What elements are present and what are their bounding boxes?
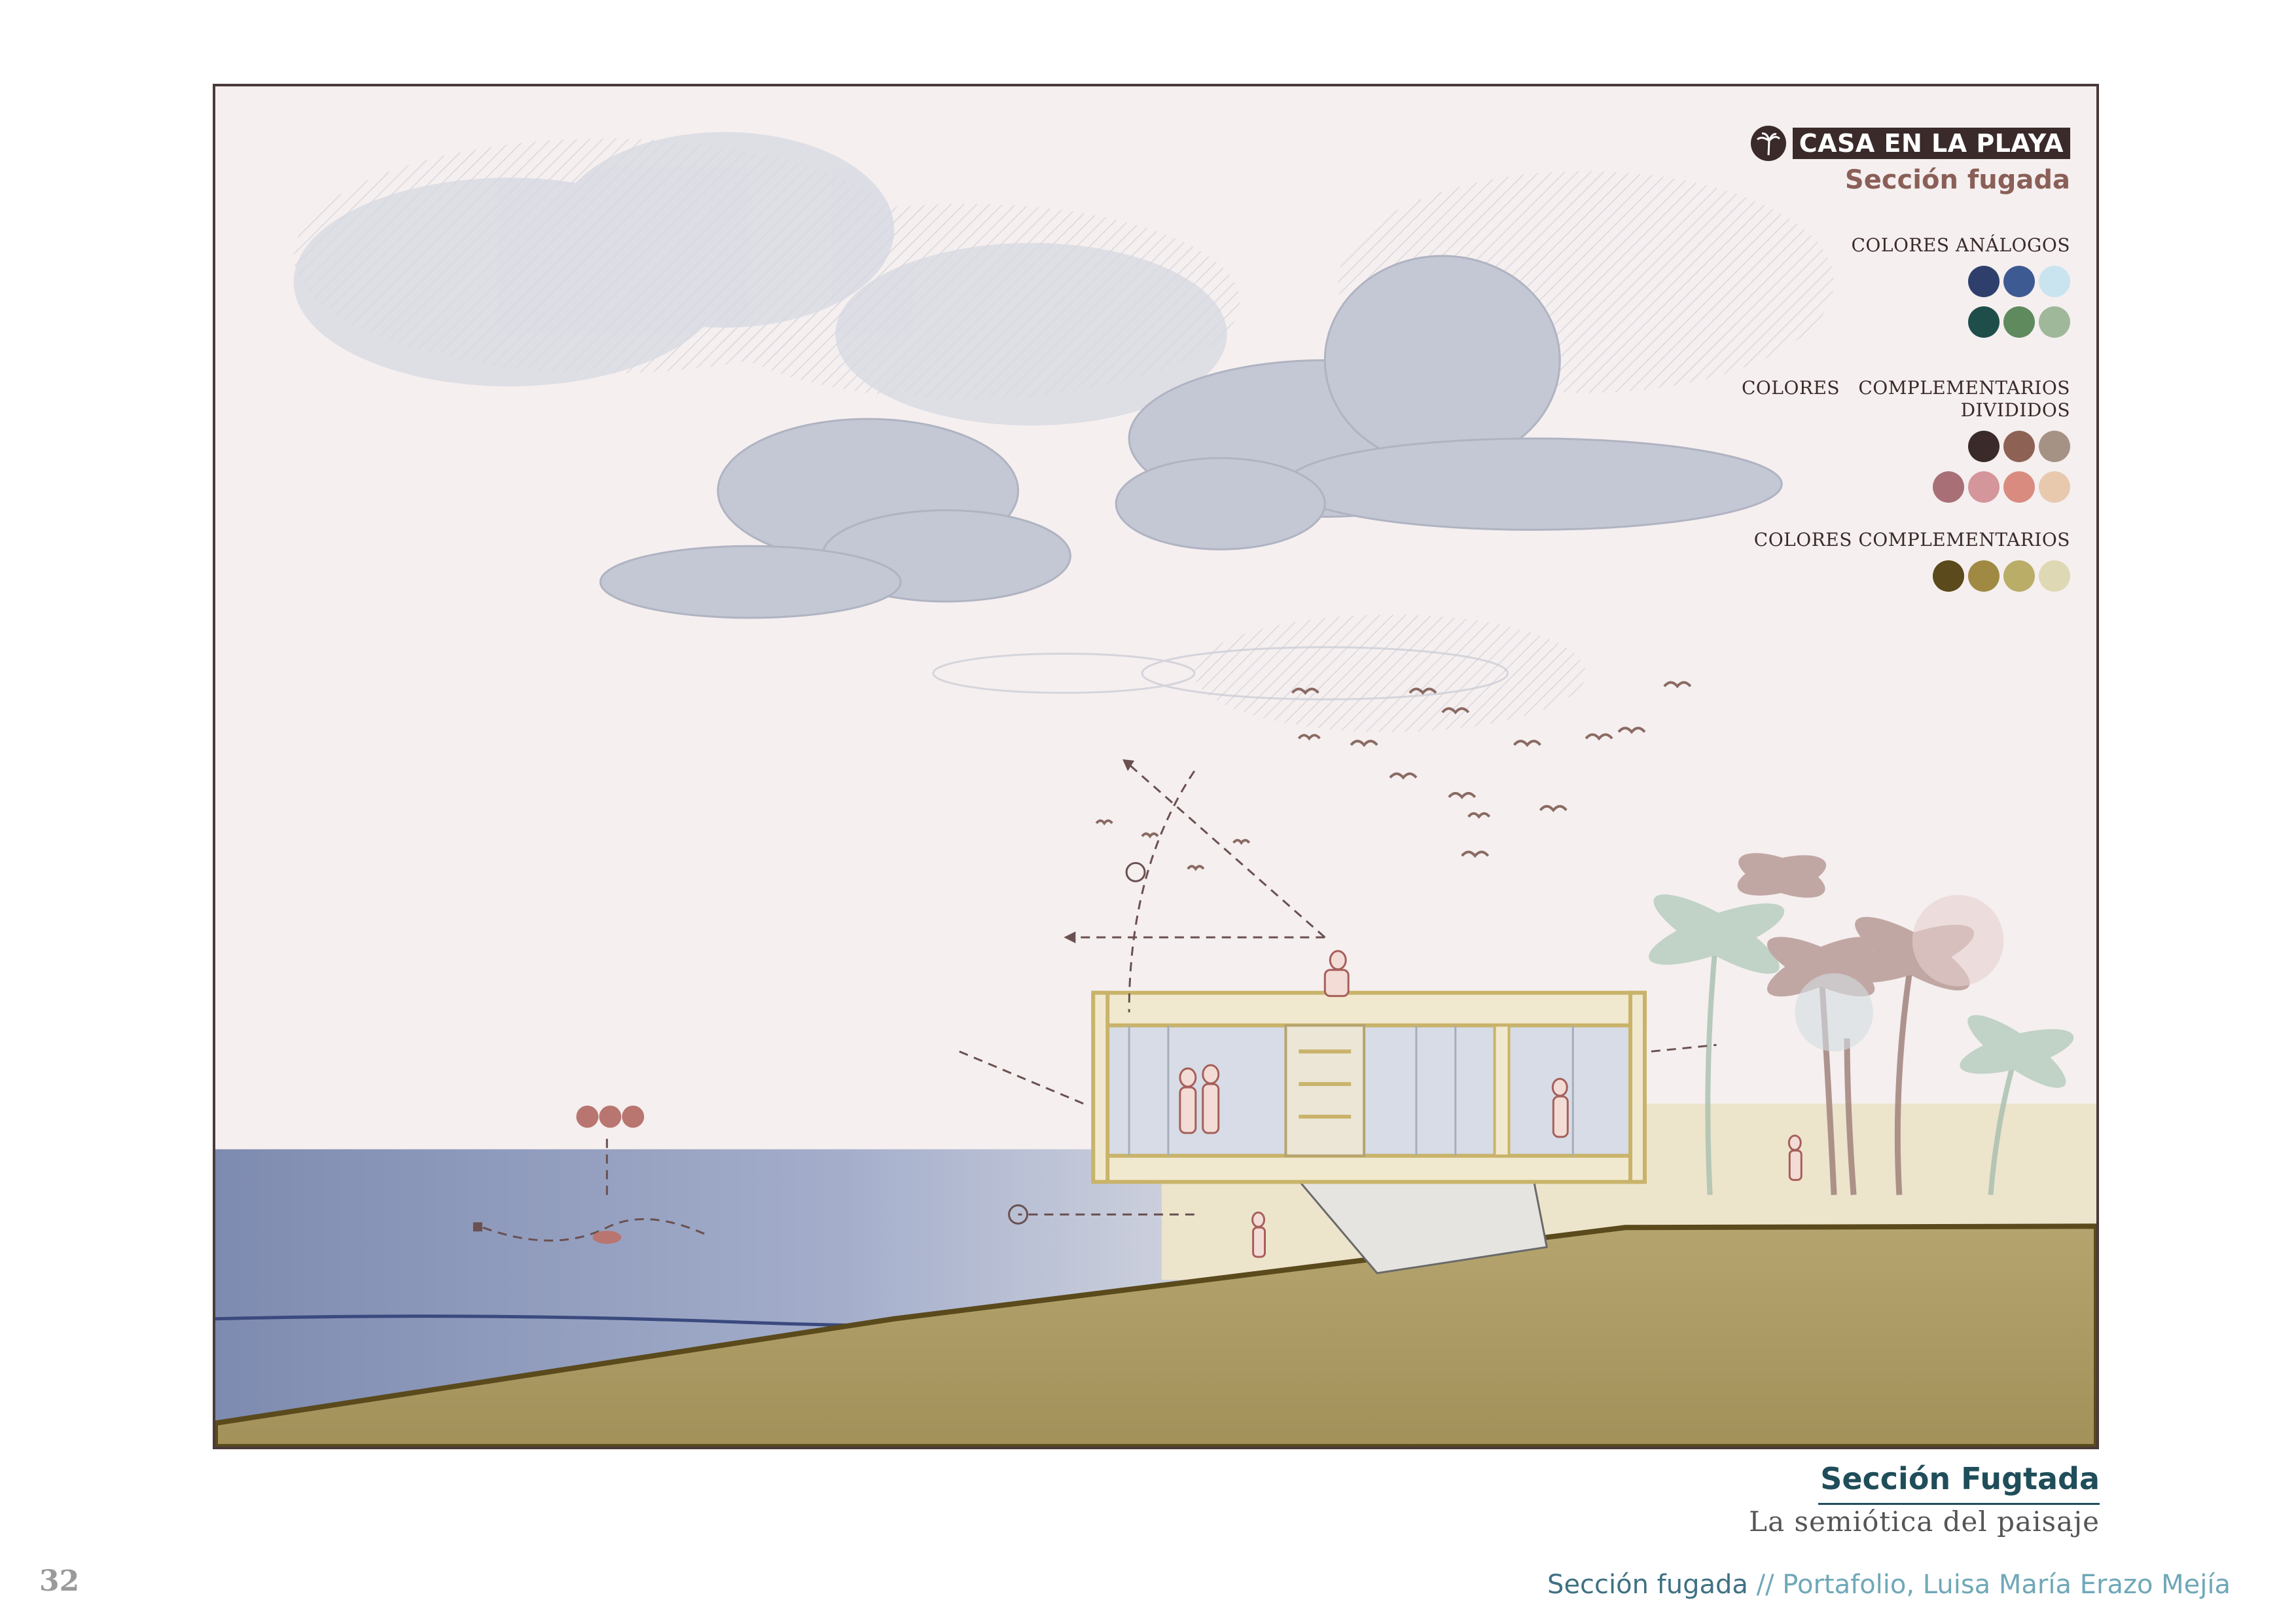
palm-icon xyxy=(1750,126,1786,161)
legend-subtitle: Sección fugada xyxy=(1844,165,2070,195)
view-lines xyxy=(482,763,1717,1242)
beach-house xyxy=(1091,950,1803,1258)
beach-house-section-illustration xyxy=(215,86,2096,1447)
color-swatch xyxy=(2039,471,2070,503)
section-drawing: CASA EN LA PLAYA Sección fugada COLORES … xyxy=(213,84,2099,1449)
palette-label: COLORES ANÁLOGOS xyxy=(1851,234,2070,256)
footer: Sección fugada // Portafolio, Luisa Marí… xyxy=(1547,1570,2231,1600)
color-swatch xyxy=(1933,560,1964,592)
swatch-row xyxy=(1730,306,2070,338)
footer-section: Sección fugada xyxy=(1547,1570,1748,1600)
color-swatch xyxy=(2003,560,2035,592)
clouds xyxy=(293,132,1227,426)
palette-label: COLORES COMPLEMENTARIOS xyxy=(1753,529,2070,550)
swatch-row xyxy=(1730,431,2070,462)
caption-underline xyxy=(1818,1503,2100,1505)
swatch-row xyxy=(1730,471,2070,503)
color-swatch xyxy=(2003,431,2035,462)
palette-complementary: COLORES COMPLEMENTARIOS xyxy=(1730,529,2070,592)
color-swatch xyxy=(2003,471,2035,503)
color-swatch xyxy=(1968,306,2000,338)
swatch-row xyxy=(1730,266,2070,297)
page-number: 32 xyxy=(39,1564,80,1598)
cloud-outline xyxy=(932,646,1509,700)
color-swatch xyxy=(2039,306,2070,338)
color-swatch xyxy=(2039,431,2070,462)
legend-title: CASA EN LA PLAYA xyxy=(1792,128,2070,159)
palette-analogous: COLORES ANÁLOGOS xyxy=(1730,234,2070,338)
color-swatch xyxy=(1933,471,1964,503)
birds xyxy=(1095,681,1692,871)
palm-trees xyxy=(1649,853,2074,1195)
caption-subtitle: La semiótica del paisaje xyxy=(1749,1506,2100,1538)
palette-split-complementary: COLORES COMPLEMENTARIOS DIVIDIDOS xyxy=(1730,377,2070,503)
caption-title: Sección Fugtada xyxy=(1820,1461,2100,1496)
ground xyxy=(215,1223,2096,1447)
color-swatch xyxy=(1968,471,2000,503)
color-swatch xyxy=(2003,266,2035,297)
color-swatch xyxy=(2003,306,2035,338)
cloud-main xyxy=(599,255,1783,619)
color-swatch xyxy=(2039,560,2070,592)
activity-icons xyxy=(576,1106,645,1128)
color-legend: CASA EN LA PLAYA Sección fugada COLORES … xyxy=(1730,126,2070,592)
palette-label: COLORES COMPLEMENTARIOS DIVIDIDOS xyxy=(1741,377,2070,421)
footer-credit: // Portafolio, Luisa María Erazo Mejía xyxy=(1748,1570,2231,1600)
color-swatch xyxy=(1968,266,2000,297)
color-swatch xyxy=(2039,266,2070,297)
swatch-row xyxy=(1730,560,2070,592)
color-swatch xyxy=(1968,431,2000,462)
color-swatch xyxy=(1968,560,2000,592)
